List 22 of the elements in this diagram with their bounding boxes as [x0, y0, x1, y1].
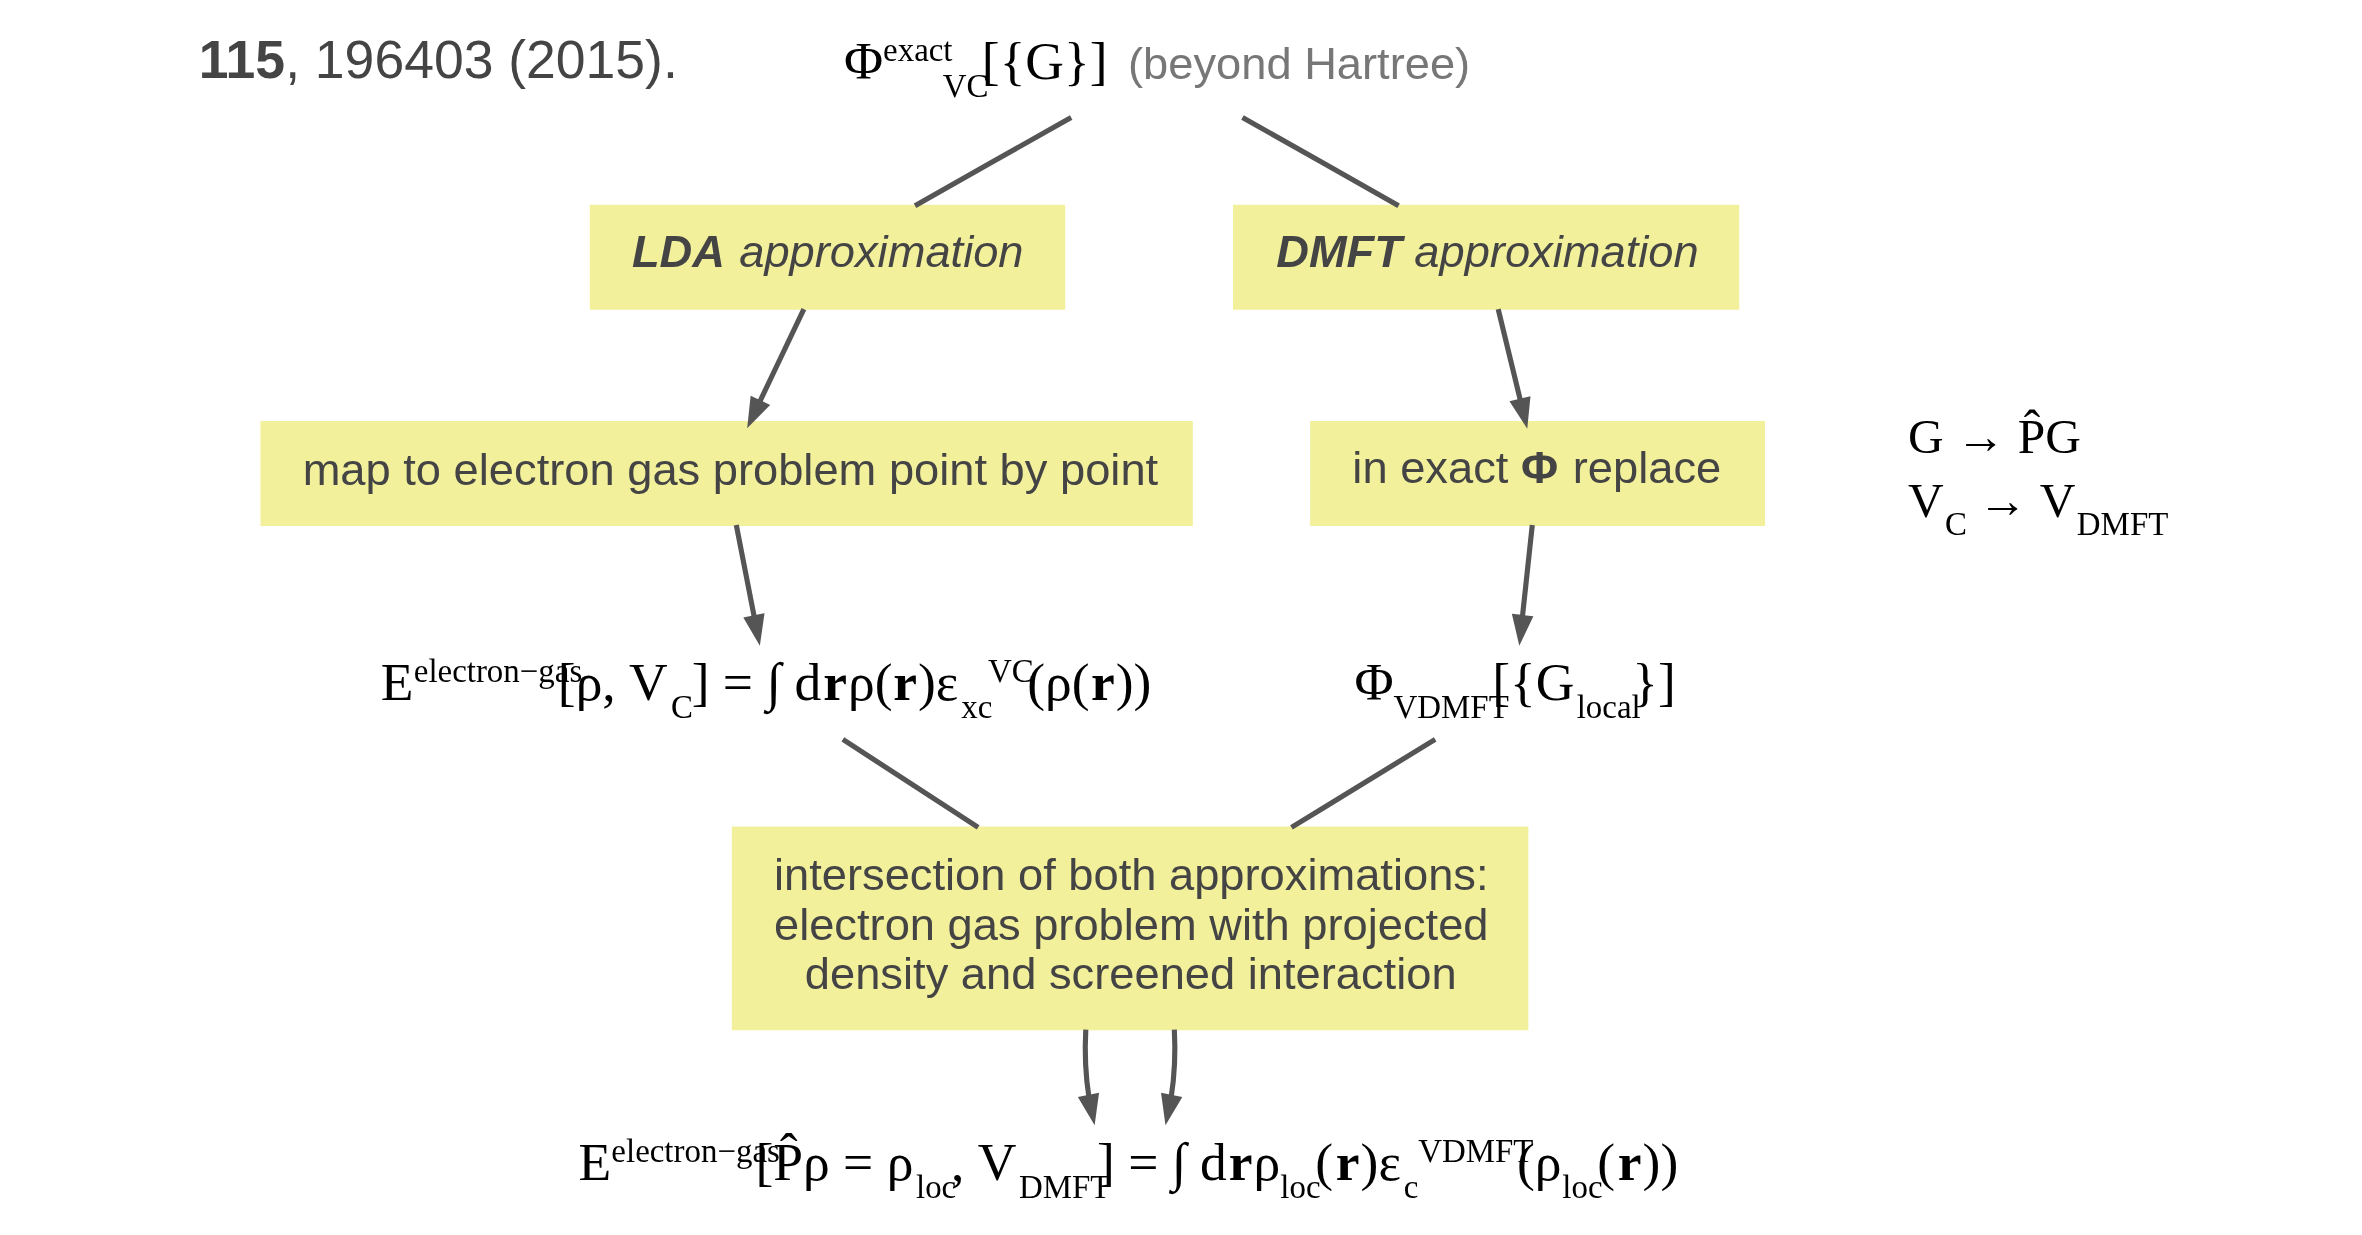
connector: [1290, 737, 1437, 830]
label: G → P̂G: [1908, 409, 2081, 465]
arrow: [1077, 1029, 1100, 1126]
connector: [913, 115, 1073, 208]
arrow: [733, 524, 765, 646]
node-box: map to electron gas problem point by point: [260, 420, 1193, 526]
node-text: E$^{electron−gas}$[ρ, V$_{C}$] = ∫ drρ(r)ε$_{xc}$$^{VC}$(ρ(r)): [380, 652, 1152, 726]
label: 115, 196403 (2015).: [198, 29, 678, 89]
arrow: [1495, 308, 1531, 429]
node-text: Φ$_{VDMFT}$[{G$_{local}$}]: [1354, 652, 1676, 726]
connector: [841, 737, 980, 830]
connector: [1241, 115, 1400, 208]
node-box: in exact Φ replace: [1310, 420, 1766, 526]
arrow: [747, 307, 807, 429]
label: V$_{C}$ → V$_{DMFT}$: [1908, 473, 2169, 543]
arrow: [1161, 1029, 1183, 1126]
node-label: (beyond Hartree): [1128, 38, 1471, 90]
node-box: intersection of both approximations: electron gas problem with projected density and screened interaction: [731, 826, 1529, 1031]
arrow: [1511, 524, 1535, 646]
node-text: Φ$^{exact}$$_{VC}$[{G}]: [843, 30, 1108, 104]
node-box: DMFT approximation: [1232, 204, 1740, 310]
node-box: LDA approximation: [589, 204, 1066, 310]
